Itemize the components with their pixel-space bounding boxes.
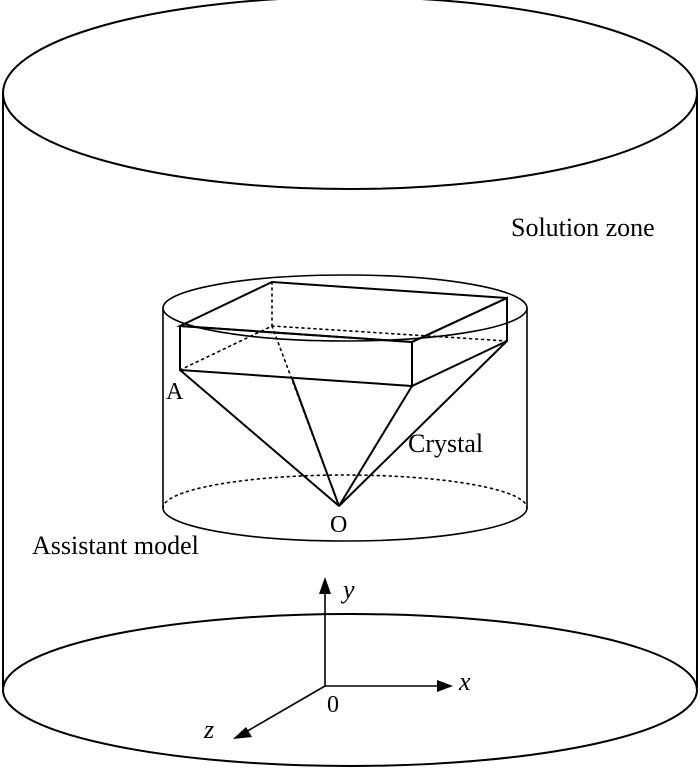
outer-cylinder-bottom-ellipse bbox=[2, 613, 698, 767]
label-axis-z: z bbox=[203, 715, 214, 744]
crystal-hidden-edge-top-right bbox=[271, 325, 508, 342]
label-origin: 0 bbox=[327, 692, 339, 718]
label-axis-x: x bbox=[458, 667, 471, 696]
crystal-hidden-edge-top-left bbox=[179, 325, 273, 371]
x-axis-arrowhead bbox=[437, 680, 453, 692]
assistant-model-cylinder bbox=[162, 274, 528, 542]
y-axis-arrowhead bbox=[319, 577, 331, 594]
assistant-bottom-front-arc bbox=[162, 507, 528, 542]
crystal-front-face bbox=[179, 324, 413, 388]
label-point-a: A bbox=[166, 379, 184, 405]
coordinate-axes bbox=[233, 577, 453, 739]
crystal-right-face bbox=[411, 296, 508, 388]
label-point-o: O bbox=[330, 512, 347, 538]
label-solution-zone: Solution zone bbox=[511, 213, 655, 242]
label-crystal: Crystal bbox=[408, 429, 483, 458]
crystal-edge-right-to-o bbox=[338, 340, 508, 507]
z-axis-arrowhead bbox=[233, 727, 252, 739]
crystal-edge-a-to-o bbox=[179, 369, 340, 507]
label-assistant-model: Assistant model bbox=[32, 531, 199, 560]
crystal-shape bbox=[176, 280, 508, 507]
assistant-bottom-back-arc bbox=[162, 474, 528, 509]
crystal-edge-inner-to-o bbox=[291, 377, 340, 507]
crystal-edge-front-to-o bbox=[338, 385, 413, 507]
outer-cylinder-top-ellipse bbox=[2, 0, 698, 190]
label-axis-y: y bbox=[340, 575, 355, 604]
z-axis-line bbox=[243, 685, 326, 734]
